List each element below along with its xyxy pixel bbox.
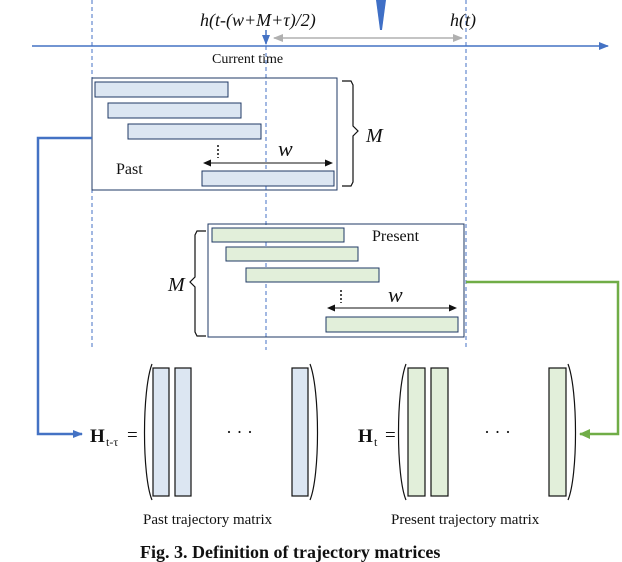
present-matrix-dots: · · · <box>484 422 511 442</box>
past-matrix-column <box>291 367 309 497</box>
past-matrix-equals: = <box>127 425 138 446</box>
past-left-bracket <box>143 363 153 501</box>
present-bar <box>225 246 359 262</box>
present-right-bracket <box>567 363 577 501</box>
present-matrix-symbol: H <box>358 426 373 447</box>
past-bar <box>127 123 262 140</box>
past-to-matrix-arrow <box>36 136 92 438</box>
past-right-bracket <box>309 363 319 501</box>
present-M-bracket <box>189 230 206 337</box>
present-matrix-column <box>548 367 567 497</box>
timeline: h(t-(w+M+τ)/2) h(t) Current time <box>32 0 609 350</box>
past-bar <box>107 102 242 119</box>
past-M-label: M <box>365 125 384 147</box>
present-label: Present <box>372 228 420 245</box>
mid-time-label: h(t-(w+M+τ)/2) <box>200 10 316 31</box>
past-matrix-column <box>152 367 170 497</box>
present-w-label: w <box>388 282 403 307</box>
present-matrix-caption: Present trajectory matrix <box>391 512 540 528</box>
past-matrix-subscript: t-τ <box>106 435 118 449</box>
past-bar <box>201 170 335 187</box>
present-matrix-equals: = <box>385 425 396 446</box>
present-bar <box>245 267 380 283</box>
past-trajectory-matrix: H t-τ = · · · Past trajectory matrix <box>90 363 319 528</box>
past-label: Past <box>116 161 143 178</box>
current-time-label: Current time <box>212 52 283 67</box>
present-window-box <box>207 223 465 338</box>
past-bar <box>94 81 229 98</box>
present-window: w Present M <box>167 223 465 338</box>
past-window: w Past M <box>91 77 384 191</box>
present-matrix-column <box>430 367 449 497</box>
present-matrix-subscript: t <box>374 435 378 449</box>
present-bar <box>211 227 345 243</box>
top-marker-icon <box>376 0 386 30</box>
past-matrix-column <box>174 367 192 497</box>
past-matrix-caption: Past trajectory matrix <box>143 512 273 528</box>
present-M-label: M <box>167 274 186 296</box>
present-bar <box>325 316 459 333</box>
past-matrix-dots: · · · <box>226 422 253 442</box>
present-to-matrix-arrow <box>466 280 620 439</box>
present-trajectory-matrix: H t = · · · Present trajectory matrix <box>358 363 577 528</box>
figure-caption: Fig. 3. Definition of trajectory matrice… <box>140 542 440 562</box>
past-window-box <box>91 77 338 191</box>
present-matrix-column <box>407 367 426 497</box>
past-M-bracket <box>342 80 359 187</box>
past-w-label: w <box>278 136 293 161</box>
past-matrix-symbol: H <box>90 426 105 447</box>
now-time-label: h(t) <box>450 10 476 31</box>
present-left-bracket <box>397 363 407 501</box>
